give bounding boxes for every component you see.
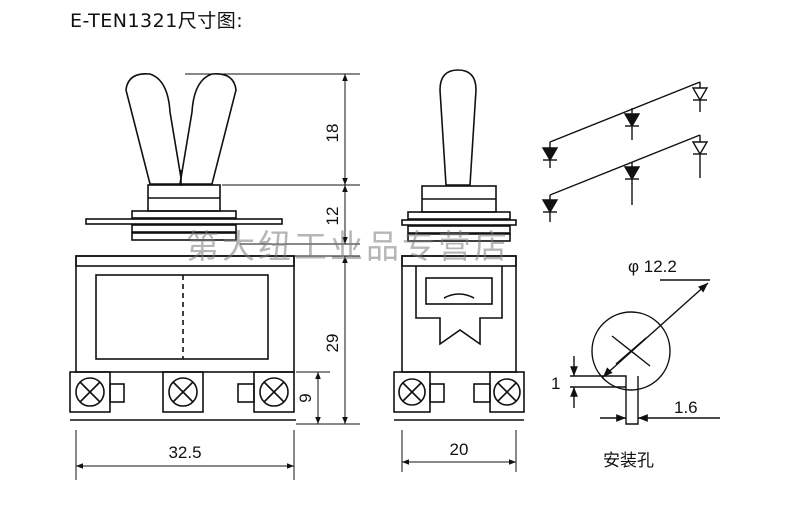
- side-dimensions: [401, 430, 517, 472]
- terminal-right: [237, 371, 295, 413]
- terminal-center: [162, 371, 204, 413]
- side-view: [393, 69, 525, 421]
- dim-body-height: 29: [323, 334, 342, 353]
- dim-side-width: 20: [450, 440, 469, 459]
- dim-bushing-height: 12: [323, 207, 342, 226]
- terminal-left: [69, 371, 125, 413]
- page-title: E-TEN1321尺寸图:: [70, 10, 244, 32]
- dim-key-height: 1: [551, 374, 560, 393]
- dim-front-width: 32.5: [168, 443, 201, 462]
- side-terminal-right: [473, 371, 525, 413]
- mounting-hole-drawing: [570, 279, 720, 425]
- dim-key-width: 1.6: [674, 398, 698, 417]
- shop-watermark: 第大纽工业品专营店: [186, 227, 510, 266]
- dim-hole-diameter: φ 12.2: [628, 257, 677, 276]
- front-view: [69, 73, 296, 421]
- dim-toggle-height: 18: [323, 124, 342, 143]
- side-terminal-left: [393, 371, 445, 413]
- wiring-schematic: [541, 81, 709, 222]
- dim-terminal-height: 9: [296, 393, 315, 402]
- mounting-hole-label: 安装孔: [603, 451, 654, 471]
- front-dimensions: [75, 73, 360, 480]
